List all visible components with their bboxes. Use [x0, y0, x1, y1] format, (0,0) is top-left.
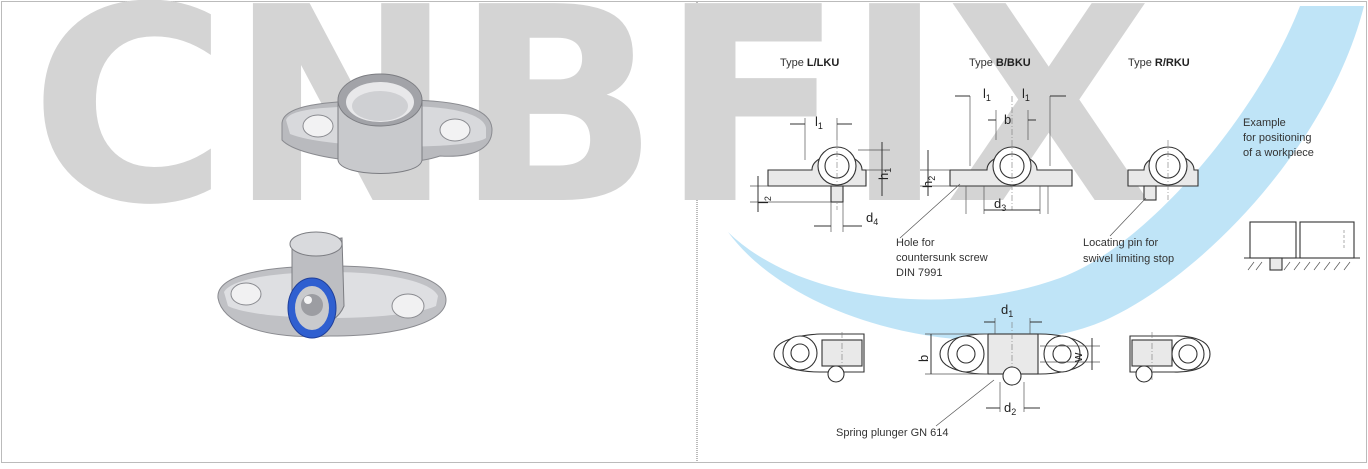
example-note: Example for positioning of a workpiece — [1243, 117, 1314, 159]
dim-d4: d4 — [866, 210, 878, 227]
svg-text:DIN 7991: DIN 7991 — [896, 267, 942, 279]
dim-l1-b-left: l1 — [983, 86, 991, 103]
svg-text:Example: Example — [1243, 117, 1286, 129]
swoosh-logo — [728, 6, 1364, 341]
svg-text:countersunk screw: countersunk screw — [896, 252, 988, 264]
dim-b-top: b — [916, 355, 931, 362]
type-l-top-view — [773, 332, 865, 383]
dim-w: w — [1070, 352, 1085, 363]
dim-d3: d3 — [994, 196, 1006, 213]
example-workpiece-view — [1244, 221, 1360, 271]
plunger-note: Spring plunger GN 614 — [836, 427, 949, 439]
svg-text:swivel limiting stop: swivel limiting stop — [1083, 253, 1174, 265]
type-r-heading: Type R/RKU — [1128, 57, 1190, 69]
pin-note: Locating pin for swivel limiting stop — [1083, 237, 1174, 265]
type-b-front-view — [899, 95, 1073, 239]
type-l-front-view — [750, 118, 890, 232]
dim-l2: l2 — [756, 196, 773, 204]
product-photo-sleeve — [281, 73, 493, 174]
type-l-heading: Type L/LKU — [780, 57, 839, 69]
type-r-top-view — [1129, 332, 1211, 383]
dim-d1: d1 — [1001, 302, 1013, 319]
svg-text:of a workpiece: of a workpiece — [1243, 147, 1314, 159]
dim-l1-b-right: l1 — [1022, 86, 1030, 103]
dim-l1-left: l1 — [815, 114, 823, 131]
type-b-top-view — [925, 318, 1100, 427]
type-b-heading: Type B/BKU — [969, 57, 1031, 69]
svg-text:Locating pin for: Locating pin for — [1083, 237, 1159, 249]
svg-text:Hole for: Hole for — [896, 237, 935, 249]
svg-text:for positioning: for positioning — [1243, 132, 1312, 144]
dim-d2: d2 — [1004, 400, 1016, 417]
type-r-front-view — [1109, 140, 1199, 237]
dim-b-front: b — [1004, 112, 1011, 127]
dim-h1: h1 — [876, 168, 893, 180]
hole-note: Hole for countersunk screw DIN 7991 — [896, 237, 988, 279]
watermark-text: CNBFIX — [30, 0, 1153, 264]
product-photo-ball-sleeve — [217, 231, 447, 339]
dim-h2: h2 — [920, 176, 937, 188]
